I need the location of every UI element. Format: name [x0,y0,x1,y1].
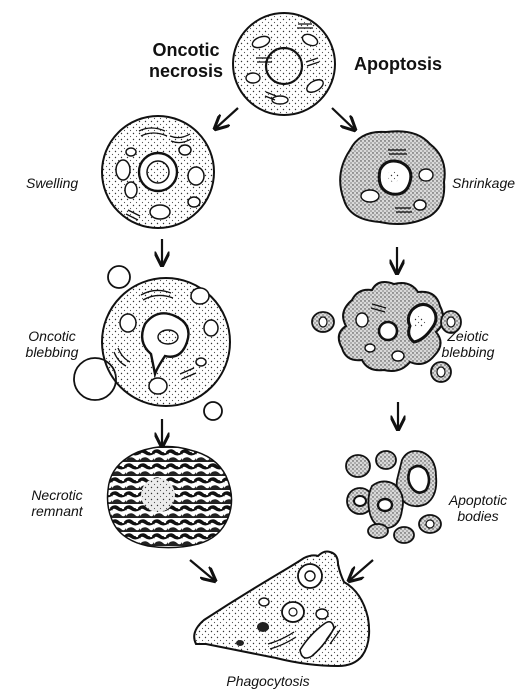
apoptosis-heading: Apoptosis [354,54,442,75]
phagocyte-cell [194,552,369,667]
label-swelling: Swelling [26,175,78,191]
oncotic-blebbing-cell [74,266,230,420]
label-oncotic-blebbing: Oncotic blebbing [12,328,92,360]
label-shrinkage: Shrinkage [452,175,515,191]
normal-cell [233,13,335,115]
oncotic-necrosis-heading: Oncotic necrosis [131,40,241,81]
arrow-necrosis-to-phagocytosis [190,560,214,580]
shrinkage-cell [340,131,445,224]
arrow-apoptosis-to-phagocytosis [350,560,373,580]
arrow-to-shrinkage [332,108,354,129]
label-phagocytosis: Phagocytosis [218,673,318,689]
arrow-to-swelling [216,108,238,128]
label-necrotic-remnant: Necrotic remnant [16,487,98,519]
swelling-cell [102,116,214,228]
label-apoptotic-bodies: Apoptotic bodies [440,492,516,524]
necrotic-remnant [108,446,232,547]
apoptotic-bodies [346,451,441,543]
label-zeiotic-blebbing: Zeiotic blebbing [432,328,504,360]
